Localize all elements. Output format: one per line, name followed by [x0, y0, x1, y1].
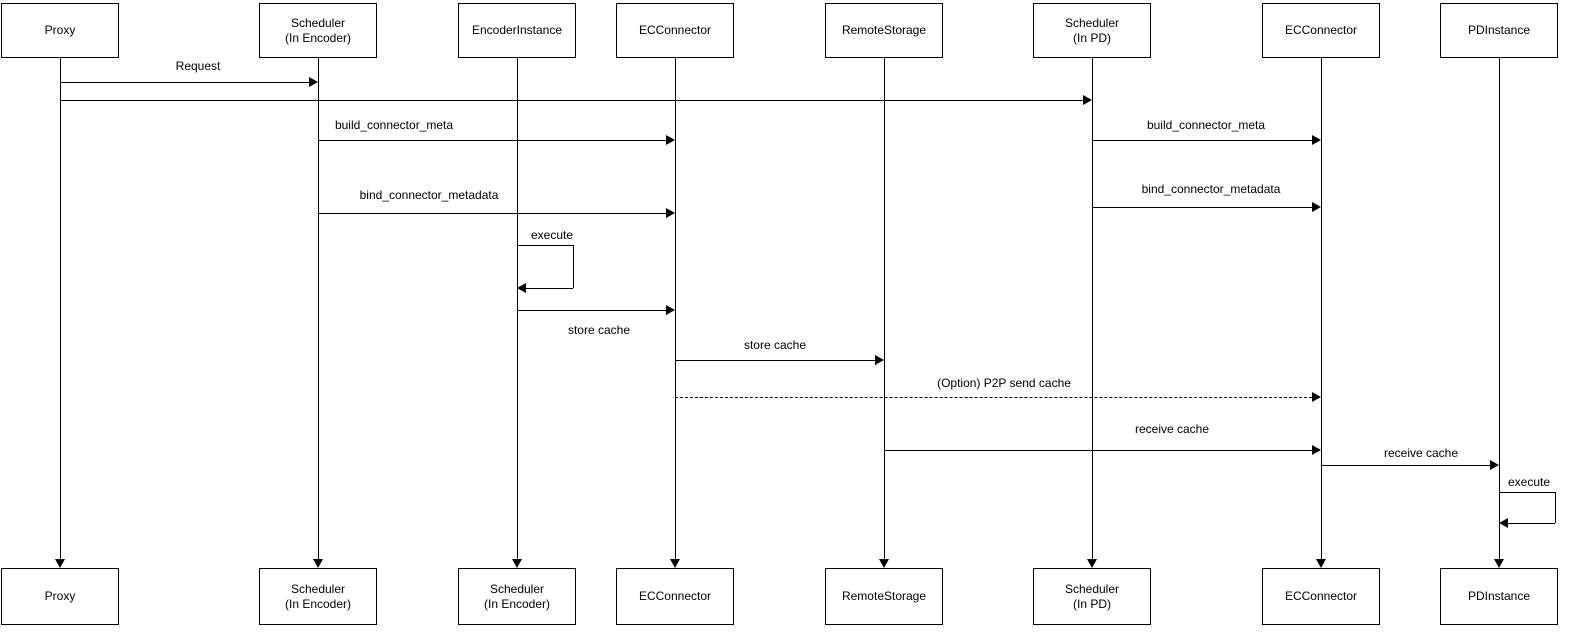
actor-bottom-scheduler-pd: Scheduler (In PD) — [1033, 568, 1151, 625]
msg-receive-cache-left-label: receive cache — [1132, 422, 1212, 436]
msg-execute-pd-loop-top — [1499, 492, 1555, 493]
actor-top-ec-connector-2: ECConnector — [1262, 3, 1380, 58]
actor-bottom-scheduler-encoder: Scheduler (In Encoder) — [259, 568, 377, 625]
msg-bind-connector-metadata-right-arrowhead — [1312, 202, 1321, 212]
lifeline-scheduler-encoder — [318, 58, 319, 559]
msg-build-connector-meta-right-label: build_connector_meta — [1144, 118, 1268, 132]
actor-bottom-ec-connector-2: ECConnector — [1262, 568, 1380, 625]
actor-bottom-ec-connector-1: ECConnector — [616, 568, 734, 625]
msg-bind-connector-metadata-left-label: bind_connector_metadata — [357, 188, 501, 202]
msg-execute-encoder-loop-top — [517, 245, 573, 246]
msg-receive-cache-left-line — [884, 450, 1312, 451]
lifeline-remote-storage-arrowhead — [879, 559, 889, 568]
msg-receive-cache-right-arrowhead — [1490, 460, 1499, 470]
msg-p2p-send-cache-arrowhead — [1312, 392, 1321, 402]
actor-top-pd-instance: PDInstance — [1440, 3, 1558, 58]
actor-top-ec-connector-1: ECConnector — [616, 3, 734, 58]
msg-store-cache-left-arrowhead — [666, 305, 675, 315]
msg-receive-cache-left-arrowhead — [1312, 445, 1321, 455]
msg-execute-encoder-label: execute — [528, 228, 576, 242]
lifeline-proxy — [60, 58, 61, 559]
msg-p2p-send-cache-line — [675, 397, 1312, 398]
actor-top-scheduler-pd: Scheduler (In PD) — [1033, 3, 1151, 58]
msg-build-connector-meta-left-label: build_connector_meta — [332, 118, 456, 132]
msg-proxy-to-scheduler-pd-line — [60, 100, 1083, 101]
msg-store-cache-right-arrowhead — [875, 355, 884, 365]
msg-proxy-to-scheduler-pd-arrowhead — [1083, 95, 1092, 105]
msg-execute-pd-loop-bottom — [1508, 523, 1555, 524]
lifeline-encoder-instance — [517, 58, 518, 559]
msg-store-cache-right-line — [675, 360, 875, 361]
msg-p2p-send-cache-label: (Option) P2P send cache — [935, 376, 1073, 390]
msg-execute-encoder-loop-bottom — [526, 288, 573, 289]
msg-execute-pd-arrowhead — [1499, 518, 1508, 528]
lifeline-pd-instance-arrowhead — [1494, 559, 1504, 568]
msg-build-connector-meta-right-arrowhead — [1312, 135, 1321, 145]
msg-execute-pd-label: execute — [1505, 475, 1553, 489]
actor-bottom-pd-instance: PDInstance — [1440, 568, 1558, 625]
msg-request-line — [60, 82, 309, 83]
msg-request-arrowhead — [309, 77, 318, 87]
actor-top-scheduler-encoder: Scheduler (In Encoder) — [259, 3, 377, 58]
actor-top-remote-storage: RemoteStorage — [825, 3, 943, 58]
msg-receive-cache-right-line — [1321, 465, 1490, 466]
lifeline-pd-instance — [1499, 58, 1500, 559]
actor-top-encoder-instance: EncoderInstance — [458, 3, 576, 58]
actor-top-proxy: Proxy — [1, 3, 119, 58]
lifeline-proxy-arrowhead — [55, 559, 65, 568]
actor-bottom-encoder-instance: Scheduler (In Encoder) — [458, 568, 576, 625]
msg-store-cache-right-label: store cache — [741, 338, 809, 352]
msg-execute-encoder-loop-right — [573, 245, 574, 288]
msg-request-label: Request — [173, 59, 223, 73]
actor-bottom-remote-storage: RemoteStorage — [825, 568, 943, 625]
lifeline-ec-connector-2-arrowhead — [1316, 559, 1326, 568]
msg-bind-connector-metadata-right-label: bind_connector_metadata — [1139, 182, 1283, 196]
msg-build-connector-meta-right-line — [1092, 140, 1312, 141]
lifeline-scheduler-encoder-arrowhead — [313, 559, 323, 568]
lifeline-ec-connector-1-arrowhead — [670, 559, 680, 568]
msg-bind-connector-metadata-right-line — [1092, 207, 1312, 208]
msg-build-connector-meta-left-line — [318, 140, 666, 141]
lifeline-remote-storage — [884, 58, 885, 559]
lifeline-ec-connector-2 — [1321, 58, 1322, 559]
lifeline-scheduler-pd-arrowhead — [1087, 559, 1097, 568]
msg-store-cache-left-label: store cache — [565, 323, 633, 337]
msg-execute-pd-loop-right — [1555, 492, 1556, 523]
actor-bottom-proxy: Proxy — [1, 568, 119, 625]
msg-bind-connector-metadata-left-arrowhead — [666, 208, 675, 218]
lifeline-ec-connector-1 — [675, 58, 676, 559]
msg-receive-cache-right-label: receive cache — [1381, 446, 1461, 460]
msg-store-cache-left-line — [517, 310, 666, 311]
lifeline-encoder-instance-arrowhead — [512, 559, 522, 568]
msg-build-connector-meta-left-arrowhead — [666, 135, 675, 145]
msg-bind-connector-metadata-left-line — [318, 213, 666, 214]
msg-execute-encoder-arrowhead — [517, 283, 526, 293]
lifeline-scheduler-pd — [1092, 58, 1093, 559]
